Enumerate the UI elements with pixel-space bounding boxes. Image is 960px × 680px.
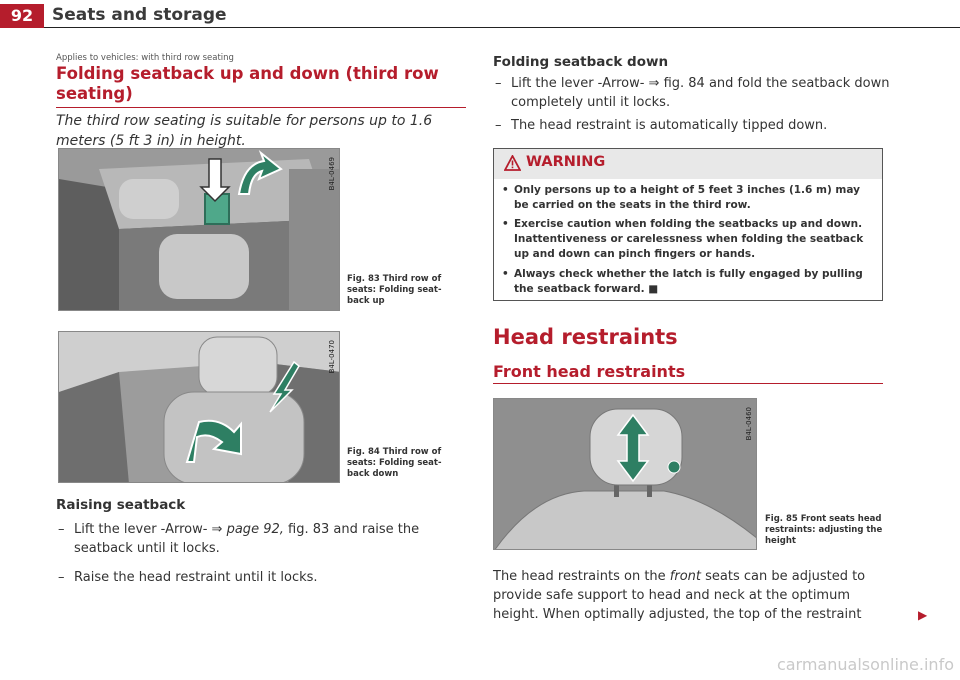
step-text-line2: seatback until it locks. [74,541,220,556]
section-title: Seats and storage [52,5,227,25]
page-number: 92 [10,6,34,25]
folding-step-1: – Lift the lever -Arrow- ⇒ fig. 84 and f… [495,74,895,112]
figure-id: B4L-0460 [745,407,753,441]
bullet: • [502,218,509,230]
step-text: Lift the lever -Arrow- ⇒ fig. 84 and fol… [511,76,890,91]
warning-header [494,149,882,179]
figure-83-caption: Fig. 83 Third row of seats: Folding seat… [347,274,442,306]
applies-note: Applies to vehicles: with third row seat… [56,53,234,63]
paragraph-line: provide safe support to head and neck at… [493,588,850,603]
page-number-box [0,4,44,28]
watermark: carmanualsonline.info [776,655,954,674]
head-restraint-paragraph: The head restraints on the front seats c… [493,567,893,624]
step-text: Lift the lever -Arrow- ⇒ page 92, fig. 8… [74,520,419,539]
front-head-restraints-heading: Front head restraints [493,362,686,381]
continue-arrow-icon: ▶ [918,608,928,622]
section-heading: Folding seatback up and down (third row … [56,64,439,103]
step-dash: – [495,76,502,91]
figure-84-caption: Fig. 84 Third row of seats: Folding seat… [347,447,442,479]
folding-seatback-heading: Folding seatback down [493,54,669,70]
paragraph-emphasis: front [669,569,702,584]
warning-item: • Exercise caution when folding the seat… [502,217,878,262]
step-dash: – [58,522,65,537]
figure-id: B4L-0469 [328,157,336,191]
step-text: The head restraint is automatically tipp… [511,118,828,133]
warning-item-text: Only persons up to a height of 5 feet 3 … [514,184,860,211]
warning-box: WARNING • Only persons up to a height of… [493,148,883,301]
step-text-line2: completely until it locks. [511,95,671,110]
head-restraints-heading: Head restraints [493,325,678,349]
head-restraint-illustration [494,399,756,549]
header-rule [44,27,960,28]
step-text-part: fig. 83 and raise the [283,522,420,537]
warning-item-text: Exercise caution when folding the seatba… [514,218,864,260]
figure-84-image: B4L-0470 [58,331,340,483]
step-text-part: Lift the lever -Arrow- ⇒ [74,522,227,537]
warning-item: • Only persons up to a height of 5 feet … [502,183,878,213]
seatback-up-illustration [59,149,339,310]
warning-item-text: Always check whether the latch is fully … [514,268,863,295]
seatback-down-illustration [59,332,339,482]
subheading-rule [493,383,883,384]
figure-83-image: B4L-0469 [58,148,340,311]
step-dash: – [58,570,65,585]
warning-title: WARNING [526,154,606,170]
heading-rule [56,107,466,108]
warning-triangle-icon [504,155,521,171]
figure-85-caption: Fig. 85 Front seats head restraints: adj… [765,514,883,546]
paragraph-line: The head restraints on the front seats c… [493,567,893,586]
warning-item: • Always check whether the latch is full… [502,267,878,297]
paragraph-line: height. When optimally adjusted, the top… [493,607,862,622]
bullet: • [502,184,509,196]
paragraph-text: The head restraints on the [493,569,670,584]
figure-id: B4L-0470 [328,340,336,374]
bullet: • [502,268,509,280]
raising-seatback-heading: Raising seatback [56,497,186,513]
step-text: Raise the head restraint until it locks. [74,570,318,585]
page-reference[interactable]: page 92, [226,522,284,537]
figure-85-image: B4L-0460 [493,398,757,550]
raising-step-1: – Lift the lever -Arrow- ⇒ page 92, fig.… [58,520,458,558]
folding-step-2: – The head restraint is automatically ti… [495,116,895,136]
paragraph-text: seats can be adjusted to [701,569,866,584]
step-dash: – [495,118,502,133]
intro-text: The third row seating is suitable for pe… [56,113,433,149]
raising-step-2: – Raise the head restraint until it lock… [58,568,458,588]
